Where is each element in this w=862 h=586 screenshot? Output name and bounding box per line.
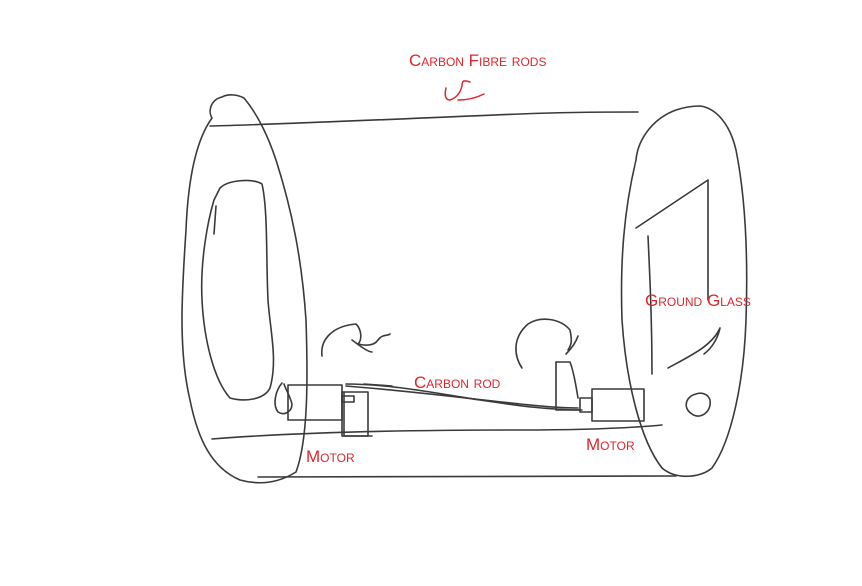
- label-motor-right: Motor: [586, 435, 635, 454]
- left-end-plate: [181, 94, 308, 484]
- left-motor-bracket: [343, 391, 373, 437]
- carbon-rod-tick: [363, 383, 393, 387]
- label-carbon-rod: Carbon rod: [414, 373, 501, 392]
- right-rotation-arrow: [515, 318, 573, 369]
- label-motor-left: Motor: [306, 447, 355, 466]
- ground-glass-knob: [685, 392, 711, 417]
- bottom-carbon-fibre-rod-lower: [257, 475, 677, 478]
- right-motor-bracket-top: [555, 361, 579, 399]
- ground-glass-bottom-curve: [667, 327, 721, 369]
- carbon-rod-line-a: [345, 385, 579, 409]
- right-motor-coupler: [579, 397, 593, 413]
- left-rotation-arrow: [321, 323, 391, 357]
- top-carbon-fibre-rod: [209, 111, 639, 127]
- left-motor-shaft-block: [341, 391, 369, 437]
- left-motor-clip: [274, 382, 293, 415]
- label-carbon-fibre-rods: Carbon Fibre rods: [409, 51, 547, 70]
- left-end-plate-window: [200, 179, 275, 401]
- bottom-carbon-fibre-rod-upper: [211, 424, 663, 440]
- left-motor-body: [287, 384, 343, 421]
- right-motor-body: [591, 388, 645, 422]
- left-motor-coupler: [341, 395, 355, 403]
- right-rotation-arrow-head: [565, 335, 579, 355]
- ground-glass-left-edge: [647, 235, 653, 375]
- left-end-plate-window-tick: [213, 205, 217, 235]
- label-ground-glass: Ground Glass: [645, 291, 751, 310]
- left-rotation-arrow-head: [351, 339, 373, 353]
- carbon-fibre-rods-pointer: [444, 80, 485, 101]
- right-motor-bracket: [555, 361, 581, 411]
- ground-glass-diagonal: [635, 179, 709, 301]
- right-end-plate: [620, 105, 748, 478]
